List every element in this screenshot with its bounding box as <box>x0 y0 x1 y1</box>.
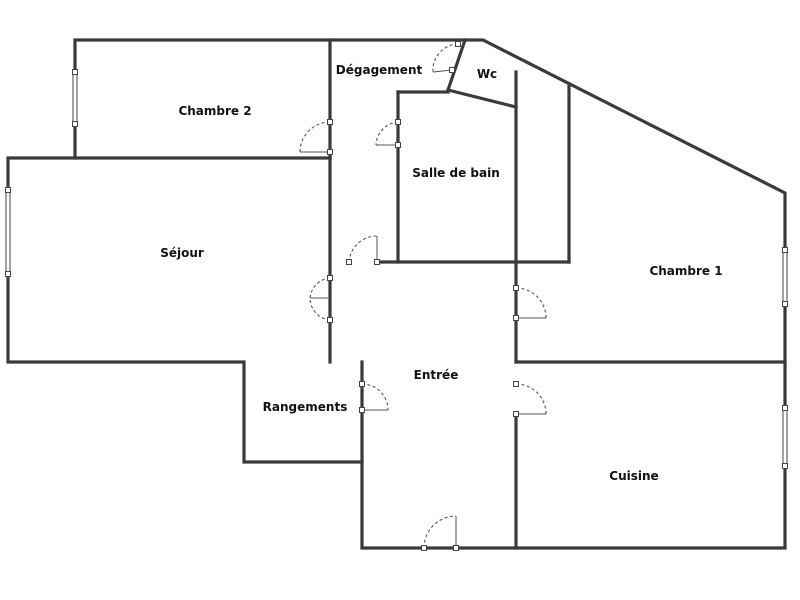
door-salle-de-bain[interactable] <box>375 119 401 148</box>
door-chambre-1[interactable] <box>513 285 547 321</box>
door-wc[interactable] <box>432 41 461 73</box>
window-cuisine <box>782 405 788 469</box>
walls <box>6 37 787 550</box>
room-label-sejour: Séjour <box>160 246 204 260</box>
door-rangements[interactable] <box>359 381 389 413</box>
doors <box>299 41 547 551</box>
door-cuisine[interactable] <box>513 381 547 417</box>
door-chambre-2[interactable] <box>299 119 333 155</box>
wall-wc-south <box>446 88 518 109</box>
room-label-chambre-2: Chambre 2 <box>178 104 251 118</box>
wall-wc-west <box>445 37 468 93</box>
room-label-cuisine: Cuisine <box>609 469 658 483</box>
door-entree[interactable] <box>421 515 459 551</box>
door-degagement[interactable] <box>346 235 380 265</box>
door-sejour[interactable] <box>309 275 333 323</box>
room-label-wc: Wc <box>477 67 497 81</box>
window-sejour <box>5 187 11 277</box>
window-chambre-2 <box>72 69 78 127</box>
room-labels: Chambre 2 Dégagement Wc Salle de bain Sé… <box>160 63 722 483</box>
room-label-entree: Entrée <box>414 368 459 382</box>
room-label-chambre-1: Chambre 1 <box>649 264 722 278</box>
exterior-wall <box>6 38 787 550</box>
window-chambre-1 <box>782 247 788 307</box>
room-label-degagement: Dégagement <box>336 63 423 77</box>
room-label-salle-de-bain: Salle de bain <box>412 166 500 180</box>
windows <box>5 69 788 469</box>
room-label-rangements: Rangements <box>263 400 348 414</box>
